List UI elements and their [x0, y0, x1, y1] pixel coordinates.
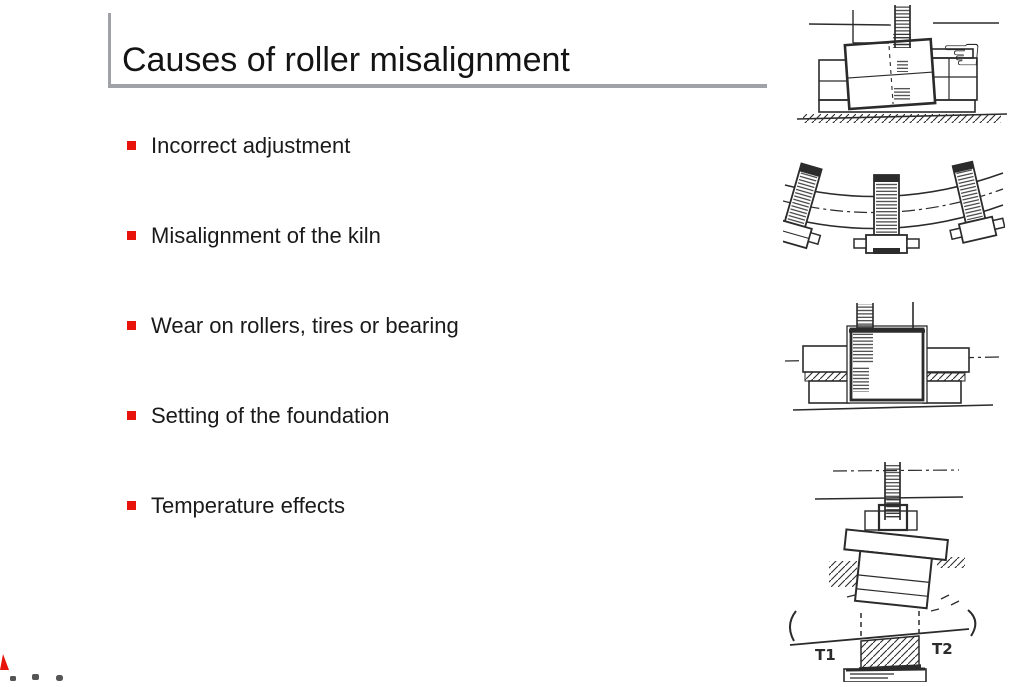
- shell-line: [789, 628, 970, 646]
- logo-letter-tops: [10, 674, 63, 681]
- roller-adjustment-svg: ☜: [796, 5, 1008, 123]
- bullet-text: Temperature effects: [151, 493, 346, 518]
- foundation-settling-svg: [814, 462, 965, 612]
- roller-wear-svg: [784, 302, 1001, 411]
- bullet-list: Incorrect adjustment Misalignment of the…: [127, 133, 459, 583]
- soil-ticks: [846, 594, 960, 612]
- right-bearing-block: [922, 380, 962, 404]
- left-shaft: [802, 345, 852, 373]
- adjusting-screw: [856, 302, 914, 332]
- logo-fragment-svg: [0, 654, 63, 681]
- baseline: [792, 404, 994, 411]
- bullet-item: Wear on rollers, tires or bearing: [127, 313, 459, 339]
- temperature-effects-sketch: T1 T2: [782, 608, 1004, 687]
- ground: [796, 113, 1008, 123]
- bearing-box: [864, 503, 918, 532]
- kiln-misalignment-sketch: [765, 159, 1006, 271]
- bullet-item: Incorrect adjustment: [127, 133, 459, 159]
- bullet-marker: [127, 501, 136, 510]
- bullet-text: Wear on rollers, tires or bearing: [151, 313, 459, 338]
- roller-screw: [893, 5, 911, 101]
- bullet-marker: [127, 231, 136, 240]
- reference-lines: [808, 10, 999, 44]
- right-shaft: [920, 347, 970, 373]
- bullet-item: Setting of the foundation: [127, 403, 459, 429]
- left-paren: [789, 610, 797, 642]
- roller-adjustment-sketch: ☜: [793, 2, 1018, 132]
- slide-title: Causes of roller misalignment: [122, 41, 570, 79]
- tilted-housing: [843, 37, 937, 111]
- kiln-misalignment-svg: [765, 160, 1006, 254]
- right-tilted-roller: [949, 160, 1006, 244]
- logo-red-shape: [0, 654, 9, 670]
- bullet-marker: [127, 141, 136, 150]
- bullet-marker: [127, 321, 136, 330]
- bullet-item: Temperature effects: [127, 493, 459, 519]
- bullet-text: Misalignment of the kiln: [151, 223, 381, 248]
- hatched-tire-section: [858, 635, 922, 671]
- bullet-text: Incorrect adjustment: [151, 133, 351, 158]
- t1-label: T1: [815, 646, 836, 664]
- left-tilted-roller: [765, 162, 823, 250]
- roller-body: [846, 325, 928, 404]
- bullet-marker: [127, 411, 136, 420]
- foundation-settling-sketch: [803, 447, 971, 622]
- left-bearing-block: [808, 380, 850, 404]
- t2-label: T2: [932, 640, 953, 658]
- pointing-hand-icon: ☜: [941, 27, 982, 81]
- temperature-effects-svg: T1 T2: [789, 609, 977, 683]
- bullet-text: Setting of the foundation: [151, 403, 390, 428]
- center-roller: [853, 174, 920, 254]
- tilted-pier: [843, 528, 949, 610]
- bullet-item: Misalignment of the kiln: [127, 223, 459, 249]
- roller-below: [843, 667, 927, 683]
- ground-hatch: [829, 557, 965, 587]
- logo-fragment: [0, 652, 70, 687]
- right-paren: [967, 609, 977, 637]
- roller-wear-sketch: [784, 302, 1001, 422]
- title-block: Causes of roller misalignment: [108, 13, 767, 88]
